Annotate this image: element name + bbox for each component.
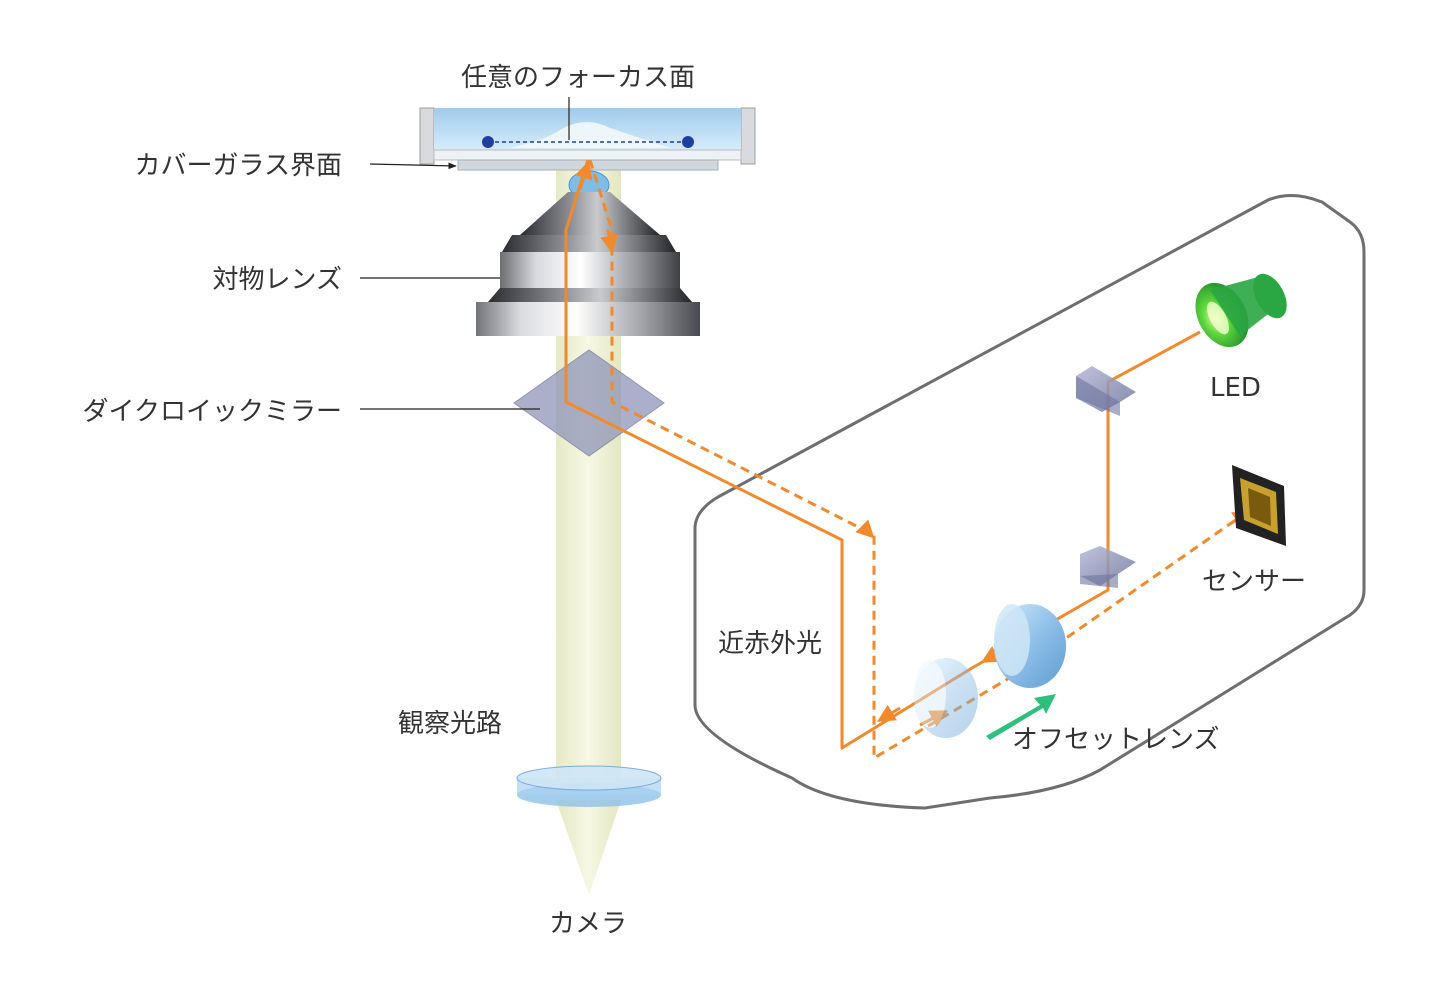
objective-lens	[476, 170, 700, 336]
focus-point-right	[682, 136, 694, 148]
label-nir: 近赤外光	[718, 629, 822, 659]
unit-mirror-upper	[1076, 366, 1136, 416]
label-objective: 対物レンズ	[213, 265, 342, 295]
photo-sensor	[1232, 465, 1286, 546]
label-led: LED	[1210, 373, 1261, 403]
offset-lens	[994, 604, 1066, 688]
label-cover-glass: カバーガラス界面	[135, 151, 342, 181]
offset-direction-arrow	[986, 694, 1056, 740]
cover-glass-leader	[369, 162, 457, 170]
offset-lens-ghost	[914, 658, 978, 738]
dichroic-mirror	[513, 349, 665, 457]
label-dichroic: ダイクロイックミラー	[83, 397, 342, 427]
autofocus-unit-enclosure	[693, 194, 1366, 810]
led-source	[1195, 273, 1287, 348]
nir-beam-dashed	[588, 159, 1251, 760]
camera-lens	[516, 765, 662, 807]
label-camera: カメラ	[549, 909, 627, 939]
label-sensor: センサー	[1202, 567, 1306, 597]
unit-mirror-lower	[1080, 546, 1136, 588]
label-observation-path: 観察光路	[398, 709, 502, 739]
nir-beam-solid	[564, 159, 1201, 750]
leader-lines	[360, 97, 570, 410]
label-offset-lens: オフセットレンズ	[1012, 725, 1219, 755]
label-focus-plane: 任意のフォーカス面	[461, 63, 695, 93]
focus-point-left	[482, 136, 494, 148]
